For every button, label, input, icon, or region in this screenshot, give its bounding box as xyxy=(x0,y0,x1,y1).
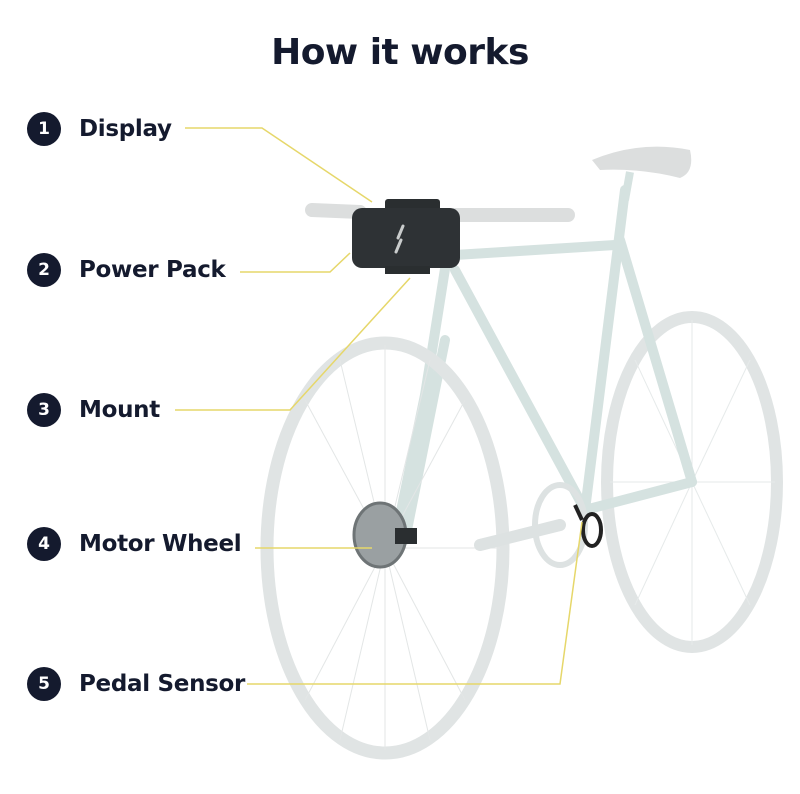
component-label-pedal-sensor: 5 Pedal Sensor xyxy=(27,666,245,702)
leader-line-pedal-sensor xyxy=(247,521,583,685)
component-name: Power Pack xyxy=(79,257,226,283)
component-name: Motor Wheel xyxy=(79,531,242,557)
rear-wheel xyxy=(601,311,783,653)
component-name: Pedal Sensor xyxy=(79,671,246,697)
number-badge: 4 xyxy=(27,527,61,561)
component-name: Display xyxy=(79,116,172,142)
leader-line-display xyxy=(185,127,373,203)
leader-line-power-pack xyxy=(240,252,351,273)
power-pack-display xyxy=(352,199,460,274)
leader-lines xyxy=(175,127,583,685)
lightning-bolt-icon xyxy=(394,224,405,254)
handlebar xyxy=(305,203,575,222)
number-badge: 1 xyxy=(27,112,61,146)
component-label-motor-wheel: 4 Motor Wheel xyxy=(27,526,242,562)
page-title: How it works xyxy=(271,32,529,73)
motor-hub xyxy=(352,501,417,569)
component-label-mount: 3 Mount xyxy=(27,392,160,428)
number-badge: 5 xyxy=(27,667,61,701)
component-name: Mount xyxy=(79,397,160,423)
component-label-power-pack: 2 Power Pack xyxy=(27,252,226,288)
leader-line-mount xyxy=(175,277,411,411)
number-badge: 3 xyxy=(27,393,61,427)
saddle xyxy=(592,146,692,201)
number-badge: 2 xyxy=(27,253,61,287)
component-label-display: 1 Display xyxy=(27,111,172,147)
pedal-sensor xyxy=(573,504,603,548)
